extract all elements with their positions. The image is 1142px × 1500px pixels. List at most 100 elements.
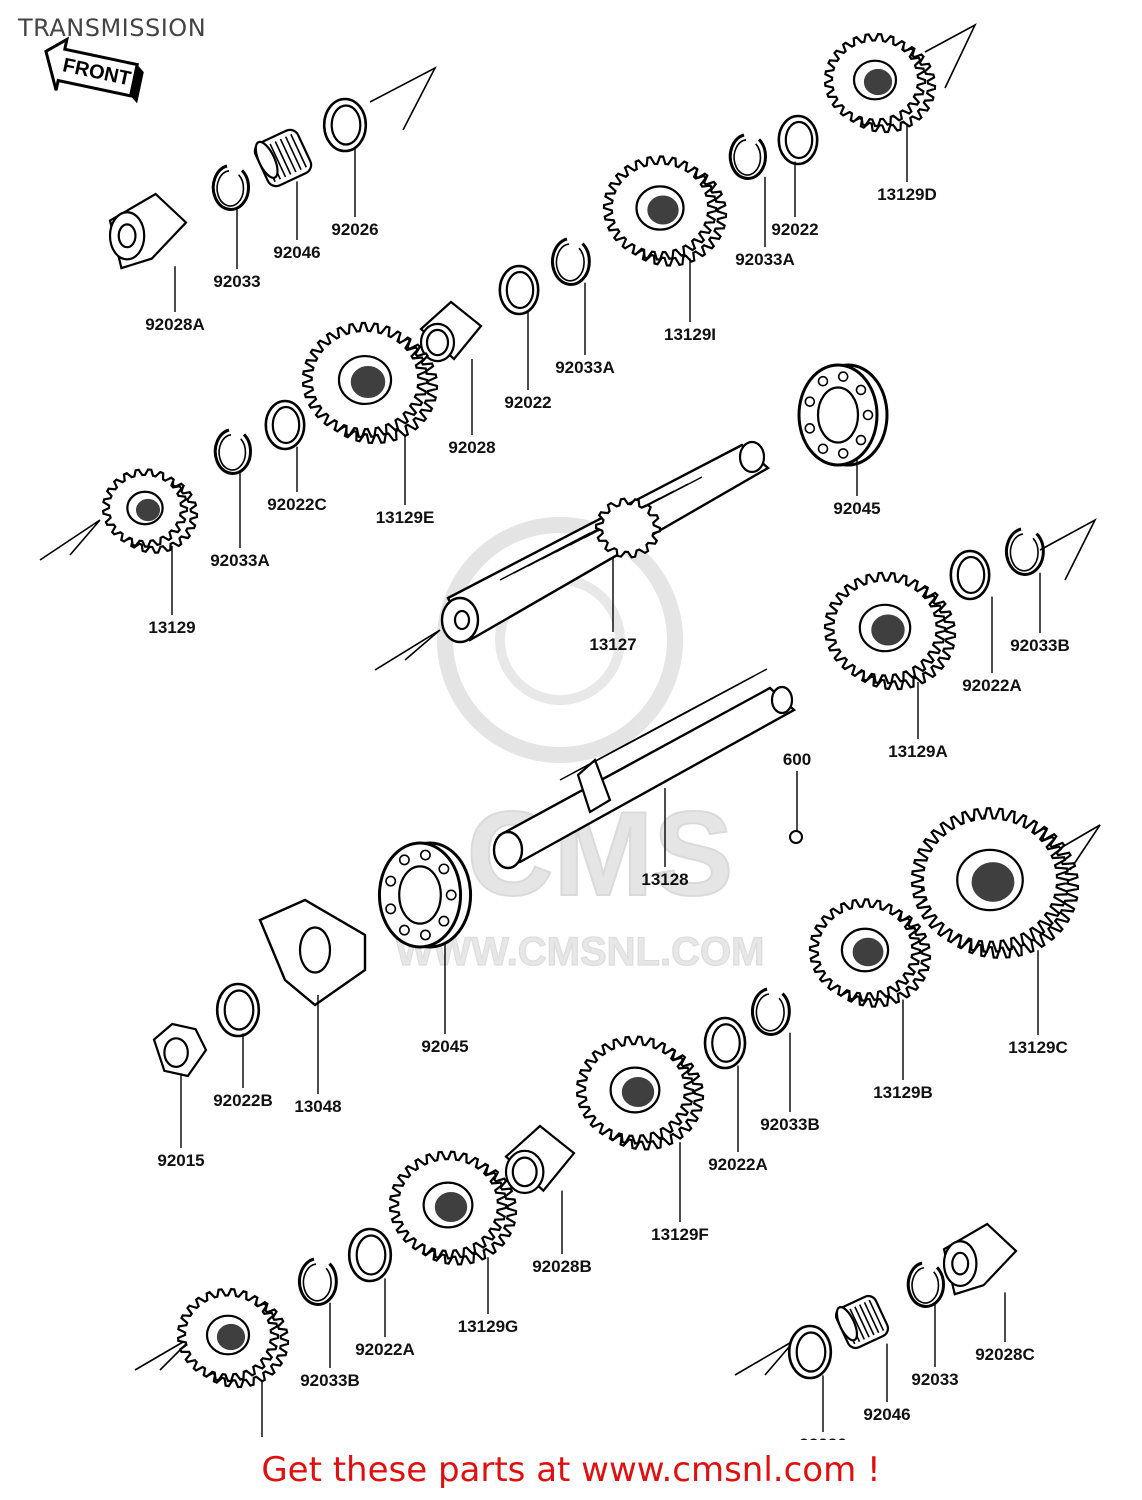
- part-number-label: 13129F: [651, 1225, 709, 1244]
- watermark: CMS WWW.CMSNL.COM: [395, 517, 765, 975]
- label-92028: 92028: [448, 359, 496, 457]
- part-13129f: [575, 1035, 705, 1151]
- part-92045-top: [797, 363, 889, 467]
- part-number-label: 600: [783, 750, 811, 769]
- label-13127: 13127: [589, 558, 637, 654]
- part-92022b: [215, 982, 261, 1038]
- part-number-label: 13129E: [376, 508, 435, 527]
- part-92033-bottom: [906, 1261, 945, 1308]
- part-92022-mid: [498, 264, 540, 316]
- part-number-label: 92046: [273, 243, 320, 262]
- label-92022a-mid: 92022A: [708, 1065, 768, 1174]
- diagram-title: TRANSMISSION: [18, 14, 207, 42]
- part-92028a: [108, 192, 188, 270]
- axis-marker-bottom: [734, 1339, 796, 1376]
- label-92022-top: 92022: [771, 161, 819, 239]
- part-number-label: 92033A: [555, 358, 615, 377]
- part-number-label: 92045: [833, 499, 880, 518]
- label-92033b-right: 92033B: [1010, 572, 1070, 655]
- part-number-label: 92026: [799, 1435, 846, 1440]
- part-92015: [152, 1022, 208, 1078]
- part-13129h: [176, 1287, 290, 1389]
- label-92045-bottom: 92045: [421, 941, 469, 1056]
- part-92045-bottom: [377, 841, 473, 949]
- part-number-label: 13129A: [888, 742, 948, 761]
- part-92033a-top: [728, 133, 767, 180]
- part-92026-top: [322, 97, 368, 153]
- parts-layer: [101, 32, 1080, 1389]
- part-92022a-bottom: [347, 1227, 393, 1283]
- part-number-label: 92022A: [355, 1340, 415, 1359]
- axis-marker-top-right: [924, 23, 977, 89]
- part-92022a-right: [949, 549, 991, 601]
- label-92033b-bottom: 92033B: [300, 1302, 360, 1390]
- part-number-label: 13129G: [458, 1317, 519, 1336]
- label-13129b: 13129B: [873, 999, 933, 1102]
- label-13129a: 13129A: [888, 682, 948, 761]
- part-number-label: 92046: [863, 1405, 910, 1424]
- part-13128: [492, 668, 797, 870]
- part-92022a-mid: [703, 1016, 747, 1070]
- part-number-label: 92028C: [975, 1345, 1035, 1364]
- label-92022b: 92022B: [213, 1033, 273, 1110]
- label-13129: 13129: [148, 545, 196, 637]
- label-92033a-mid: 92033A: [555, 282, 615, 377]
- part-92028b: [504, 1124, 576, 1195]
- part-number-label: 13129: [148, 618, 195, 637]
- part-number-label: 92033: [911, 1370, 958, 1389]
- label-13129d: 13129D: [877, 125, 937, 204]
- label-92015: 92015: [157, 1073, 205, 1170]
- part-number-label: 13129B: [873, 1083, 933, 1102]
- label-92033-bottom: 92033: [911, 1304, 959, 1389]
- part-number-label: 92022B: [213, 1091, 273, 1110]
- part-13129b: [808, 898, 932, 1008]
- part-13129i: [602, 155, 728, 267]
- label-92033a-left: 92033A: [210, 471, 270, 570]
- label-92033-top: 92033: [213, 207, 261, 291]
- part-600: [789, 830, 803, 844]
- part-number-label: 92022A: [962, 676, 1022, 695]
- part-number-label: 13127: [589, 635, 636, 654]
- part-92046-bottom: [834, 1294, 890, 1350]
- label-92045-top: 92045: [833, 460, 881, 518]
- label-92022a-bottom: 92022A: [355, 1278, 415, 1359]
- part-92033a-left: [213, 428, 252, 475]
- part-number-label: 92015: [157, 1151, 204, 1170]
- part-number-label: 13129C: [1008, 1038, 1068, 1057]
- part-number-label: 92028B: [532, 1257, 592, 1276]
- part-number-label: 13128: [641, 870, 688, 889]
- label-13128: 13128: [641, 788, 689, 889]
- part-92026-bottom: [787, 1324, 833, 1380]
- label-13129f: 13129F: [651, 1142, 709, 1244]
- part-number-label: 92022: [771, 220, 818, 239]
- part-92033-top: [211, 164, 250, 211]
- part-13129g: [388, 1150, 518, 1266]
- part-13129a: [823, 571, 957, 691]
- part-number-label: 92033B: [1010, 636, 1070, 655]
- part-number-label: 92033B: [300, 1371, 360, 1390]
- part-number-label: 13048: [294, 1097, 341, 1116]
- part-number-label: 92033A: [735, 250, 795, 269]
- label-92022c: 92022C: [267, 446, 327, 514]
- label-92046-top: 92046: [273, 181, 321, 262]
- watermark-url: WWW.CMSNL.COM: [396, 930, 765, 974]
- part-13048: [258, 898, 367, 1007]
- part-number-label: 92026: [331, 220, 378, 239]
- footer-link[interactable]: Get these parts at www.cmsnl.com !: [261, 1450, 881, 1490]
- part-13129d: [823, 32, 937, 134]
- label-13129h: 13129H: [232, 1380, 292, 1459]
- part-92033b-right: [1005, 527, 1045, 576]
- part-number-label: 92045: [421, 1037, 468, 1056]
- part-92033a-mid: [551, 237, 591, 286]
- label-92026-bottom: 92026: [799, 1375, 847, 1454]
- label-92028c: 92028C: [975, 1292, 1035, 1364]
- part-92022c: [264, 399, 306, 451]
- exploded-view: CMS WWW.CMSNL.COM FRONT 92028A9203392046…: [39, 23, 1101, 1459]
- label-13129e: 13129E: [376, 435, 435, 527]
- label-92022a-right: 92022A: [962, 596, 1022, 695]
- part-92028: [419, 300, 483, 363]
- part-number-label: 92022: [504, 393, 551, 412]
- part-13129: [101, 468, 199, 554]
- part-number-label: 92028A: [145, 315, 205, 334]
- label-92022-mid: 92022: [504, 311, 552, 412]
